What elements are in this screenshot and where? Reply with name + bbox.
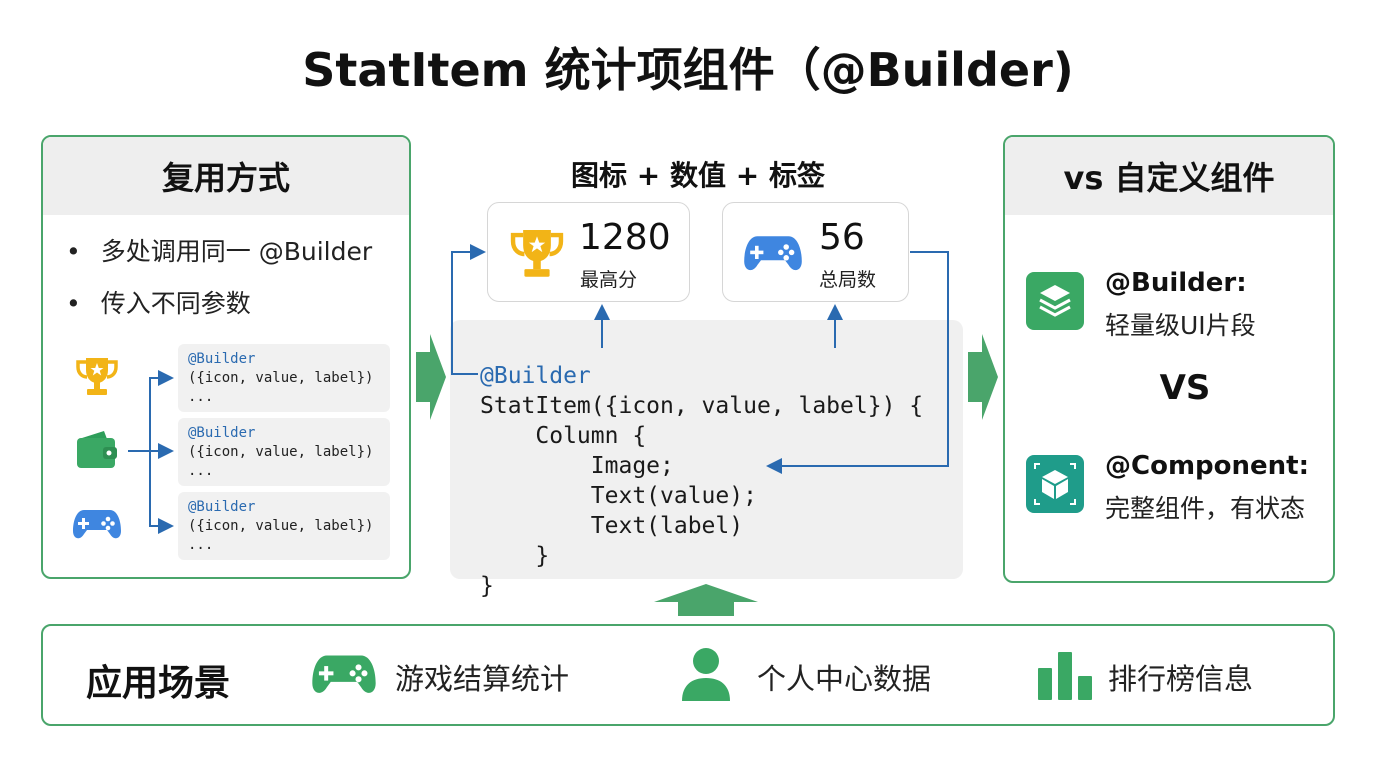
scenarios-panel — [41, 624, 1335, 726]
code-line: Text(value); — [480, 483, 757, 509]
stat-card-high-score: 1280 最高分 — [487, 202, 690, 302]
builder-title: @Builder: — [1105, 268, 1247, 298]
builder-snippet: @Builder ({icon, value, label}) ... — [178, 492, 390, 560]
scenario-label: 个人中心数据 — [757, 662, 932, 696]
bullet-item: • 传入不同参数 — [66, 284, 251, 320]
code-line: Image; — [480, 453, 674, 479]
code-connector-arrows — [451, 244, 949, 474]
bar-chart-icon — [1038, 652, 1092, 700]
reuse-panel-heading: 复用方式 — [43, 137, 409, 215]
bullet-text: 传入不同参数 — [100, 289, 251, 318]
stat-value: 56 — [819, 217, 865, 258]
wallet-icon — [77, 431, 117, 468]
gamepad-icon — [312, 655, 376, 693]
compare-panel-heading: vs 自定义组件 — [1005, 137, 1333, 215]
layers-icon — [1026, 272, 1084, 330]
stat-label: 最高分 — [580, 269, 638, 291]
statitem-code-block — [450, 320, 963, 579]
center-heading: 图标 + 数值 + 标签 — [571, 159, 825, 192]
builder-desc: 轻量级UI片段 — [1105, 311, 1256, 340]
scenario-label: 游戏结算统计 — [395, 662, 570, 696]
scenario-label: 排行榜信息 — [1108, 662, 1254, 696]
code-line: } — [480, 573, 494, 599]
snippet-decorator: @Builder — [188, 425, 256, 441]
snippet-decorator: @Builder — [188, 499, 256, 515]
component-desc: 完整组件，有状态 — [1105, 494, 1306, 523]
flow-arrow-right — [416, 334, 446, 420]
code-line: Text(label) — [480, 513, 744, 539]
vs-label: VS — [1159, 368, 1211, 408]
builder-snippet: @Builder ({icon, value, label}) ... — [178, 344, 390, 412]
code-line: @Builder — [480, 363, 591, 389]
snippet-decorator: @Builder — [188, 351, 256, 367]
snippet-call: ({icon, value, label}) — [188, 370, 374, 386]
bullet-text: 多处调用同一 @Builder — [100, 237, 373, 266]
page-title: StatItem 统计项组件（@Builder) — [302, 43, 1074, 97]
code-line: StatItem({icon, value, label}) { — [480, 393, 924, 419]
stat-label: 总局数 — [819, 269, 877, 291]
bullet-dot: • — [66, 289, 81, 318]
code-line: Column { — [480, 423, 647, 449]
trophy-icon — [76, 358, 118, 395]
reuse-connector-arrows — [128, 370, 174, 534]
person-icon — [682, 648, 730, 701]
component-title: @Component: — [1105, 451, 1309, 481]
snippet-call: ({icon, value, label}) — [188, 518, 374, 534]
trophy-icon — [510, 230, 564, 277]
snippet-ellipsis: ... — [188, 389, 214, 405]
snippet-call: ({icon, value, label}) — [188, 444, 374, 460]
builder-snippet: @Builder ({icon, value, label}) ... — [178, 418, 390, 486]
stat-value: 1280 — [579, 217, 671, 258]
flow-arrow-up — [654, 584, 758, 616]
cube-icon — [1026, 455, 1084, 513]
bullet-dot: • — [66, 237, 81, 266]
snippet-ellipsis: ... — [188, 537, 214, 553]
gamepad-icon — [744, 236, 802, 271]
stat-card-total-games: 56 总局数 — [722, 202, 909, 302]
scenarios-heading: 应用场景 — [86, 663, 231, 704]
snippet-ellipsis: ... — [188, 463, 214, 479]
code-line: } — [480, 543, 550, 569]
bullet-item: • 多处调用同一 @Builder — [66, 232, 372, 268]
gamepad-icon — [73, 510, 121, 539]
flow-arrow-right — [968, 334, 998, 420]
